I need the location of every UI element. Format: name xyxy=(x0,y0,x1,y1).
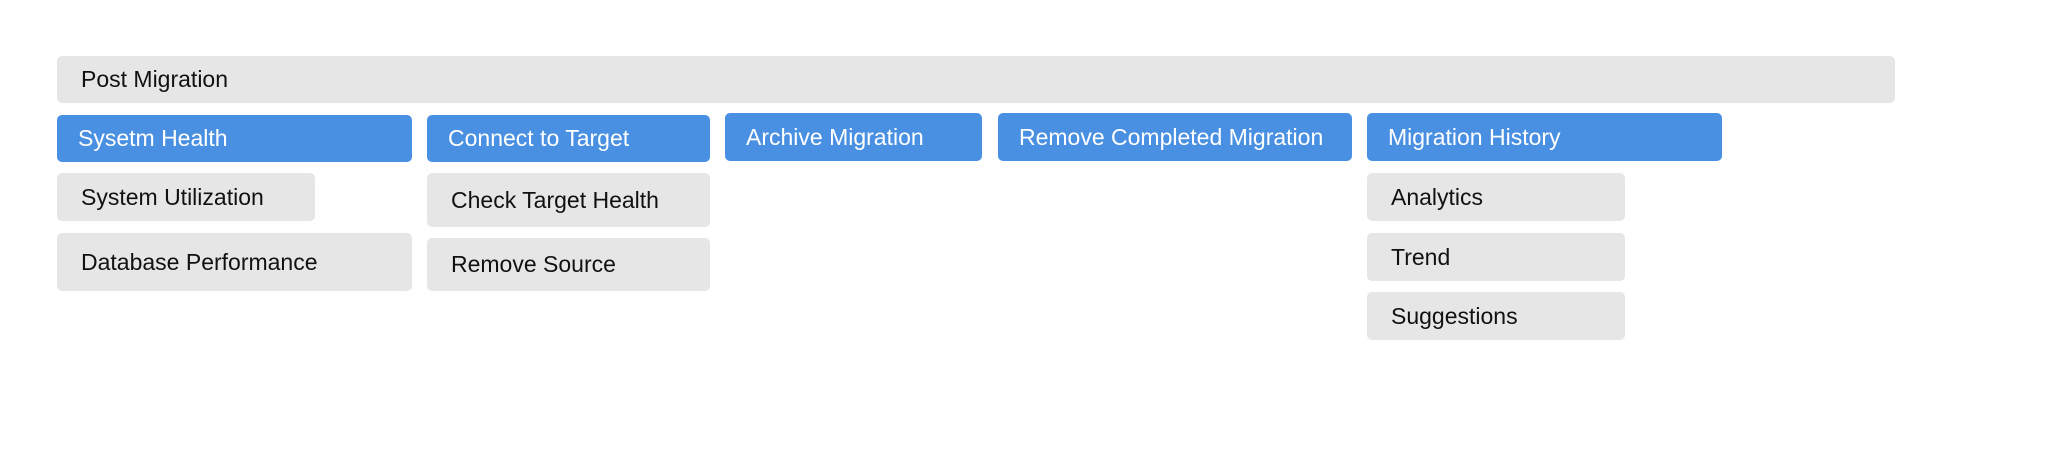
item-node-system-utilization: System Utilization xyxy=(57,173,315,221)
category-node-system-health: Sysetm Health xyxy=(57,115,412,162)
node-label: Archive Migration xyxy=(746,123,924,150)
node-label: Connect to Target xyxy=(448,125,630,151)
item-node-check-target-health: Check Target Health xyxy=(427,173,710,227)
item-node-database-performance: Database Performance xyxy=(57,233,412,291)
item-node-remove-source: Remove Source xyxy=(427,238,710,291)
node-label: Migration History xyxy=(1388,123,1561,150)
category-node-archive-migration: Archive Migration xyxy=(725,113,982,161)
category-node-remove-completed-migration: Remove Completed Migration xyxy=(998,113,1352,161)
node-label: Sysetm Health xyxy=(78,125,228,151)
item-node-analytics: Analytics xyxy=(1367,173,1625,221)
node-label: Analytics xyxy=(1391,183,1484,210)
node-label: System Utilization xyxy=(81,183,264,210)
node-label: Remove Completed Migration xyxy=(1019,123,1324,150)
item-node-trend: Trend xyxy=(1367,233,1625,281)
node-label: Remove Source xyxy=(451,251,616,277)
node-label: Suggestions xyxy=(1391,302,1518,329)
node-label: Database Performance xyxy=(81,248,318,275)
node-label: Trend xyxy=(1391,243,1451,270)
root-node-post-migration: Post Migration xyxy=(57,56,1895,103)
category-node-migration-history: Migration History xyxy=(1367,113,1722,161)
node-label: Check Target Health xyxy=(451,186,659,213)
node-label: Post Migration xyxy=(81,66,229,92)
category-node-connect-to-target: Connect to Target xyxy=(427,115,710,162)
item-node-suggestions: Suggestions xyxy=(1367,292,1625,340)
